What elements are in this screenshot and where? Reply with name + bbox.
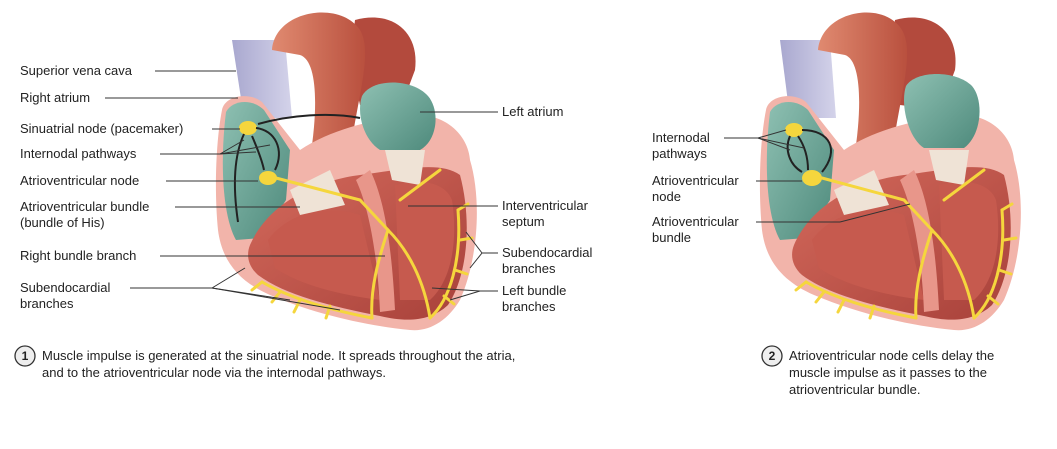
step-2-number: 2 (769, 349, 776, 363)
internodal-pathway-arrow-4 (257, 113, 361, 125)
left-labels: Superior vena cava Right atrium Sinuatri… (20, 63, 592, 314)
sinuatrial-node-shape-2 (785, 123, 803, 137)
label-left-atrium: Left atrium (502, 104, 563, 119)
internodal-pathway-arrow-2c (801, 129, 833, 173)
internodal-pathway-arrow-2 (251, 135, 265, 171)
label-interventricular-line1: Interventricular (502, 198, 589, 213)
conduction-fibers-2 (794, 168, 1018, 320)
label-left-bundle-line1: Left bundle (502, 283, 566, 298)
conduction-fibers (250, 168, 474, 320)
label-internodal-line1-2: Internodal (652, 130, 710, 145)
step-2-badge (761, 345, 783, 367)
label-av-node-line1-2: Atrioventricular (652, 173, 739, 188)
aorta-shape-2 (818, 12, 908, 145)
tricuspid-valve-2 (834, 170, 889, 215)
caption-2-line3: atrioventricular bundle. (789, 382, 921, 397)
aorta-shape (272, 12, 366, 145)
label-internodal-pathways: Internodal pathways (20, 146, 137, 161)
label-av-bundle-line1-2: Atrioventricular (652, 214, 739, 229)
label-av-bundle-line2: (bundle of His) (20, 215, 105, 230)
label-right-atrium: Right atrium (20, 90, 90, 105)
label-internodal-line2-2: pathways (652, 146, 707, 161)
label-subendocardial-left-line1: Subendocardial (20, 280, 110, 295)
label-left-bundle-line2: branches (502, 299, 556, 314)
right-ventricle-cavity (268, 210, 380, 300)
left-ventricle-cavity-2 (939, 181, 999, 300)
label-atrioventricular-node: Atrioventricular node (20, 173, 139, 188)
left-atrium-shape-2 (904, 74, 980, 148)
right-labels: Internodal pathways Atrioventricular nod… (652, 129, 911, 245)
label-av-bundle-line1: Atrioventricular bundle (20, 199, 149, 214)
right-ventricle-cavity-2 (812, 210, 924, 300)
tricuspid-valve (290, 170, 345, 215)
label-av-node-line2-2: node (652, 189, 681, 204)
left-ventricle-cavity (395, 181, 455, 300)
caption-1-line1: Muscle impulse is generated at the sinua… (42, 348, 515, 363)
internodal-pathway-arrow-3 (255, 127, 280, 171)
left-atrium-shape (360, 82, 436, 150)
label-av-bundle-line2-2: bundle (652, 230, 691, 245)
atrioventricular-node-shape-2 (802, 170, 822, 186)
caption-2-line2: muscle impulse as it passes to the (789, 365, 987, 380)
left-caption: 1 Muscle impulse is generated at the sin… (14, 345, 515, 380)
right-heart-illustration (759, 12, 1021, 331)
right-caption: 2 Atrioventricular node cells delay the … (761, 345, 994, 397)
internodal-pathway-arrow-2a (786, 135, 803, 173)
mitral-valve (385, 150, 425, 185)
step-1-number: 1 (22, 349, 29, 363)
label-interventricular-line2: septum (502, 214, 545, 229)
label-right-bundle-branch: Right bundle branch (20, 248, 136, 263)
label-subendocardial-left-line2: branches (20, 296, 74, 311)
internodal-pathway-arrow-2b (797, 135, 809, 171)
atrioventricular-node-shape (259, 171, 277, 185)
mitral-valve-2 (929, 150, 969, 185)
label-subendocardial-right-line2: branches (502, 261, 556, 276)
sinuatrial-node-shape (239, 121, 257, 135)
label-sinuatrial-node: Sinuatrial node (pacemaker) (20, 121, 183, 136)
label-superior-vena-cava: Superior vena cava (20, 63, 133, 78)
caption-2-line1: Atrioventricular node cells delay the (789, 348, 994, 363)
caption-1-line2: and to the atrioventricular node via the… (42, 365, 386, 380)
left-heart-illustration (215, 12, 477, 331)
step-1-badge (14, 345, 36, 367)
label-subendocardial-right-line1: Subendocardial (502, 245, 592, 260)
